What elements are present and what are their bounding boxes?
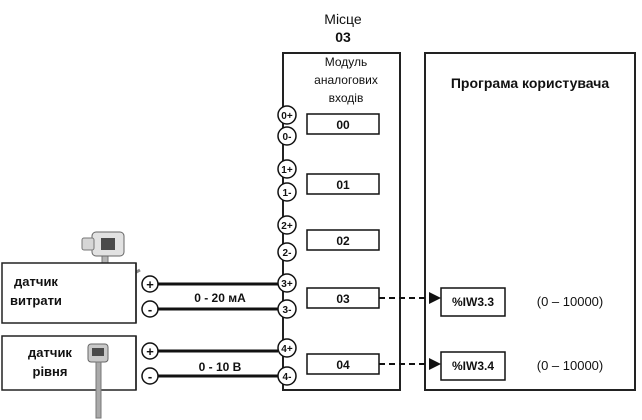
terminal-4-plus xyxy=(277,338,297,358)
module-title-line-3: входів xyxy=(329,91,364,105)
terminal-3-plus-label: 3+ xyxy=(281,279,293,290)
flow-sensor: датчик витрати + - xyxy=(1,231,159,324)
level-signal-label: 0 - 10 В xyxy=(199,360,242,374)
variable-iw3-4-range: (0 – 10000) xyxy=(537,358,604,373)
slot-label: Місце xyxy=(324,11,362,27)
terminal-0-plus-label: 0+ xyxy=(281,111,293,122)
terminal-0-plus xyxy=(277,105,297,125)
flow-sensor-minus-label: - xyxy=(148,302,152,317)
channel-2: 2+ 2- 02 xyxy=(277,215,380,262)
flow-sensor-plus-label: + xyxy=(146,277,154,292)
slot-number: 03 xyxy=(335,29,351,45)
channel-id-00: 00 xyxy=(336,118,350,132)
arrow-ch03-to-iw3-3 xyxy=(379,292,441,304)
terminal-1-plus-label: 1+ xyxy=(281,165,293,176)
terminal-1-minus xyxy=(277,182,297,202)
terminal-0-minus-label: 0- xyxy=(283,132,292,143)
variable-iw3-3: %IW3.3 xyxy=(452,295,494,309)
terminal-0-minus xyxy=(277,126,297,146)
terminal-3-minus-label: 3- xyxy=(283,305,292,316)
level-sensor-plus-label: + xyxy=(146,344,154,359)
channel-3: 3+ 3- 03 xyxy=(277,273,380,319)
terminal-2-minus xyxy=(277,242,297,262)
level-sensor-minus-label: - xyxy=(148,369,152,384)
terminal-2-plus xyxy=(277,215,297,235)
channel-box-01 xyxy=(306,173,380,195)
flow-sensor-box xyxy=(1,262,137,324)
channel-id-02: 02 xyxy=(336,234,350,248)
channel-0: 0+ 0- 00 xyxy=(277,105,380,146)
terminal-2-plus-label: 2+ xyxy=(281,221,293,232)
arrow-ch04-to-iw3-4 xyxy=(379,358,441,370)
flow-sensor-label-line-2: витрати xyxy=(10,293,62,308)
variable-iw3-4: %IW3.4 xyxy=(452,359,494,373)
variable-box-iw3-4 xyxy=(440,351,506,381)
level-probe-image xyxy=(87,343,109,419)
level-sensor-label-line-1: датчик xyxy=(28,345,72,360)
channel-1: 1+ 1- 01 xyxy=(277,159,380,202)
channel-box-02 xyxy=(306,229,380,251)
level-sensor: датчик рівня + - xyxy=(1,335,159,419)
level-sensor-label-line-2: рівня xyxy=(33,364,68,379)
flow-sensor-label-line-1: датчик xyxy=(14,274,58,289)
user-program-box xyxy=(424,52,636,391)
channel-id-03: 03 xyxy=(336,292,350,306)
terminal-1-minus-label: 1- xyxy=(283,188,292,199)
channel-4: 4+ 4- 04 xyxy=(277,338,380,386)
analog-input-module xyxy=(282,52,401,391)
variable-iw3-3-range: (0 – 10000) xyxy=(537,294,604,309)
channel-id-01: 01 xyxy=(336,178,350,192)
module-title-line-2: аналогових xyxy=(314,73,378,87)
channel-box-00 xyxy=(306,113,380,135)
terminal-2-minus-label: 2- xyxy=(283,248,292,259)
flow-signal-label: 0 - 20 мА xyxy=(194,291,246,305)
variable-box-iw3-3 xyxy=(440,287,506,317)
user-program-title: Програма користувача xyxy=(451,75,609,91)
module-title-line-1: Модуль xyxy=(325,55,368,69)
terminal-1-plus xyxy=(277,159,297,179)
terminal-4-plus-label: 4+ xyxy=(281,344,293,355)
terminal-4-minus-label: 4- xyxy=(283,372,292,383)
channel-id-04: 04 xyxy=(336,358,350,372)
